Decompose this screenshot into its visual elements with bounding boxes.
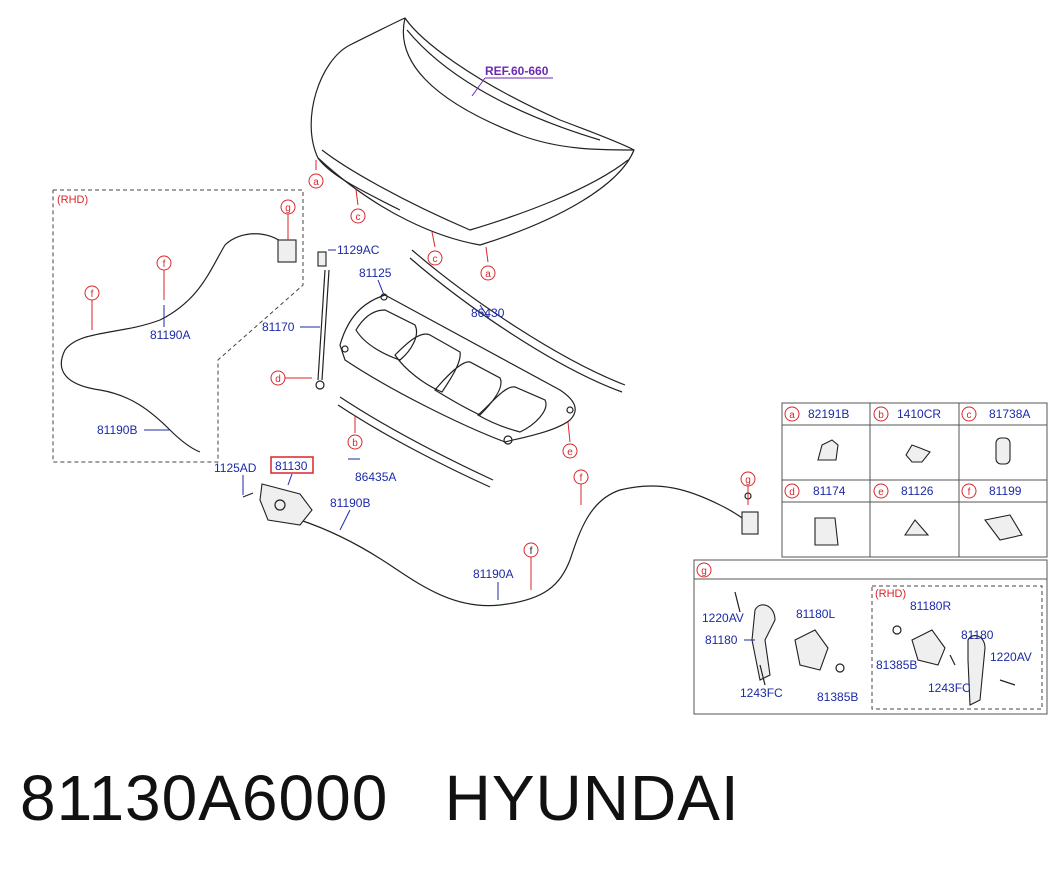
legend-part-d: 81174	[813, 484, 846, 498]
rhd-box-left: (RHD)	[52, 189, 304, 463]
detail-g-letter: g	[701, 566, 707, 577]
callout-g-2: g	[745, 475, 751, 486]
detail-label-81385B-rhd: 81385B	[876, 658, 917, 672]
clip-81174-sketch	[814, 517, 839, 546]
label-81170: 81170	[262, 320, 295, 334]
callout-b: b	[352, 438, 358, 449]
detail-label-1243FC-rhd: 1243FC	[928, 681, 971, 695]
callouts: a c c a g f f d b e f g	[84, 160, 756, 590]
callout-g-1: g	[285, 203, 291, 214]
release-handle-right	[741, 492, 759, 535]
bracket-81180L-sketch	[794, 629, 829, 671]
callout-a-1: a	[313, 177, 319, 188]
label-86435A: 86435A	[355, 470, 396, 484]
detail-label-81385B: 81385B	[817, 690, 858, 704]
detail-g-box: g (RHD) 1220AV 81180L 81180 1243FC 81385…	[693, 559, 1048, 715]
legend-letter-c: c	[967, 410, 972, 421]
part-labels: 1129AC 81125 81170 86430 81190A 81190B 1…	[97, 243, 513, 600]
label-81190A-rhd: 81190A	[150, 328, 190, 342]
callout-c-2: c	[433, 254, 438, 265]
label-1129AC: 1129AC	[337, 243, 380, 257]
handle-81180-rhd-sketch	[967, 635, 986, 706]
legend-part-b: 1410CR	[897, 407, 941, 421]
clip-1410CR-sketch	[905, 444, 931, 463]
weatherstrip-86435A	[339, 396, 494, 481]
clip-82191B-sketch	[817, 439, 839, 461]
highlight-box-81130	[270, 456, 314, 474]
callout-f-4: f	[530, 546, 533, 557]
hood-latch-81130	[242, 483, 313, 526]
legend-table: a 82191B b 1410CR c 81738A d 81174 e 811…	[781, 402, 1048, 558]
detail-label-81180R: 81180R	[910, 599, 951, 613]
legend-letter-b: b	[878, 410, 884, 421]
callout-c-1: c	[356, 212, 361, 223]
caption-brand: HYUNDAI	[444, 762, 740, 834]
label-1125AD: 1125AD	[214, 461, 257, 475]
legend-part-a: 82191B	[808, 407, 849, 421]
parts-diagram: REF.60-660 (RHD)	[52, 17, 1048, 715]
hood-stay-rod	[315, 251, 330, 390]
label-81190B-rhd: 81190B	[97, 423, 137, 437]
legend-part-f: 81199	[989, 484, 1022, 498]
legend-letter-f: f	[968, 487, 971, 498]
legend-letter-e: e	[878, 487, 884, 498]
bumper-81738A-sketch	[995, 437, 1011, 465]
label-81190B: 81190B	[330, 496, 370, 510]
product-caption: 81130A6000 HYUNDAI	[20, 758, 740, 838]
reference-label: REF.60-660	[485, 64, 549, 78]
caption-part-number: 81130A6000	[20, 762, 389, 834]
label-81190A: 81190A	[473, 567, 513, 581]
hood-panel	[310, 17, 635, 246]
detail-label-1243FC: 1243FC	[740, 686, 783, 700]
legend-part-c: 81738A	[989, 407, 1030, 421]
weatherstrip-86430	[411, 249, 626, 386]
callout-e: e	[567, 447, 573, 458]
detail-label-81180: 81180	[705, 633, 738, 647]
clip-81126-sketch	[903, 519, 930, 536]
detail-label-81180-rhd: 81180	[961, 628, 994, 642]
detail-label-1220AV-rhd: 1220AV	[990, 650, 1032, 664]
bracket-81180R-sketch	[911, 629, 946, 666]
hood-insulator	[339, 293, 576, 445]
clip-81199-sketch	[984, 514, 1023, 541]
callout-f-2: f	[91, 289, 94, 300]
callout-f-3: f	[580, 473, 583, 484]
detail-label-1220AV: 1220AV	[702, 611, 744, 625]
rhd-label-left: (RHD)	[57, 194, 88, 206]
legend-letter-a: a	[789, 410, 795, 421]
label-86430: 86430	[471, 306, 505, 320]
rhd-label-detail: (RHD)	[875, 588, 906, 600]
reference-callout: REF.60-660	[471, 64, 553, 97]
legend-part-e: 81126	[901, 484, 934, 498]
callout-a-2: a	[485, 269, 491, 280]
callout-d: d	[275, 374, 281, 385]
label-81125: 81125	[359, 266, 392, 280]
release-cable	[299, 485, 753, 607]
detail-label-81180L: 81180L	[796, 607, 835, 621]
label-81130: 81130	[275, 459, 308, 473]
handle-81180-sketch	[751, 604, 776, 681]
callout-f-1: f	[163, 259, 166, 270]
legend-letter-d: d	[789, 487, 795, 498]
